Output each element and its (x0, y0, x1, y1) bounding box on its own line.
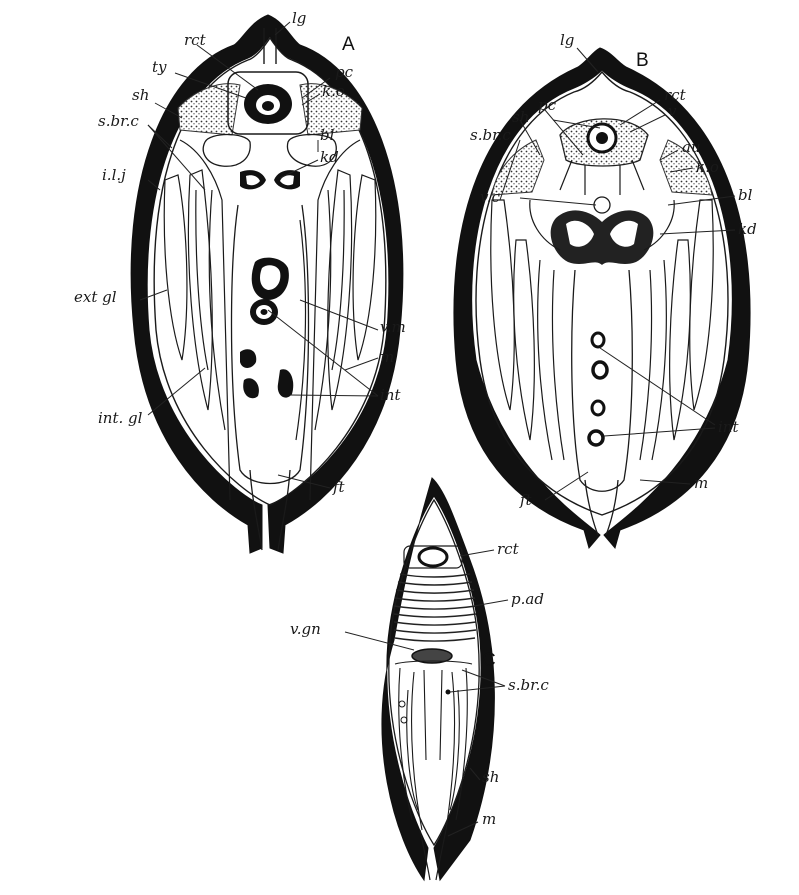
panel-b-vena-cava (594, 197, 610, 213)
panel-a-intestine-5 (278, 369, 294, 397)
a-label-s-br-c: s.br.c (98, 112, 139, 130)
panel-a-blood-left (203, 135, 250, 167)
a-label-v-m: v.m (380, 318, 406, 336)
b-label-v-c: v.c (480, 188, 500, 206)
a-label-bl: bl (320, 126, 335, 144)
panel-a-intestine-3 (240, 349, 256, 368)
b-label-v: v (668, 102, 677, 120)
panel-a-intestine-4 (243, 378, 259, 398)
b-label-au: au (682, 138, 701, 156)
a-label-kd: kd (320, 148, 339, 166)
c-label-p-ad: p.ad (511, 590, 544, 608)
panel-c-posterior-adductor (394, 574, 476, 641)
a-label-int: int (380, 386, 401, 404)
a-label-ty: ty (152, 58, 167, 76)
panel-c-letter: C (482, 650, 496, 671)
b-label-pc: pc (538, 96, 557, 114)
panel-a-visceral-mass (232, 205, 309, 484)
panel-c (382, 478, 494, 880)
panel-b (454, 48, 750, 548)
a-label-lg: lg (292, 9, 306, 27)
a-label-rct: rct (184, 31, 207, 49)
b-label-s-br-c: s.br.c (470, 126, 511, 144)
panel-b-visceral-mass (572, 270, 633, 491)
panel-b-kidney (551, 210, 654, 265)
panel-b-letter: B (636, 50, 649, 71)
a-label-sh: sh (132, 86, 149, 104)
b-label-k-o: k.o (696, 158, 719, 176)
panel-b-intestines (589, 333, 607, 445)
panel-c-rectum (419, 548, 447, 566)
b-label-kd: kd (738, 220, 757, 238)
a-label-ext-gl: ext gl (74, 288, 117, 306)
a-label-pc: pc (335, 63, 354, 81)
c-label-m: m (482, 810, 496, 828)
b-label-m: m (694, 474, 708, 492)
c-label-v-gn: v.gn (290, 620, 321, 638)
b-label-bl: bl (738, 186, 753, 204)
panel-a (131, 15, 403, 553)
b-label-ft: ft (519, 491, 533, 509)
a-label-i-l-j: i.l.j (102, 166, 126, 184)
panel-a-gills-left (164, 170, 225, 430)
a-label-ft: ft (332, 478, 346, 496)
a-label-m: m (380, 348, 394, 366)
c-label-sh: sh (482, 768, 499, 786)
c-label-rct: rct (497, 540, 520, 558)
b-label-sh: sh (512, 108, 529, 126)
a-label-k-o: k.o (322, 82, 345, 100)
panel-a-letter: A (342, 34, 355, 55)
b-label-int: int (718, 418, 739, 436)
a-label-int-gl: int. gl (98, 409, 143, 427)
b-label-lg: lg (560, 31, 574, 49)
c-label-s-br-c: s.br.c (508, 676, 549, 694)
